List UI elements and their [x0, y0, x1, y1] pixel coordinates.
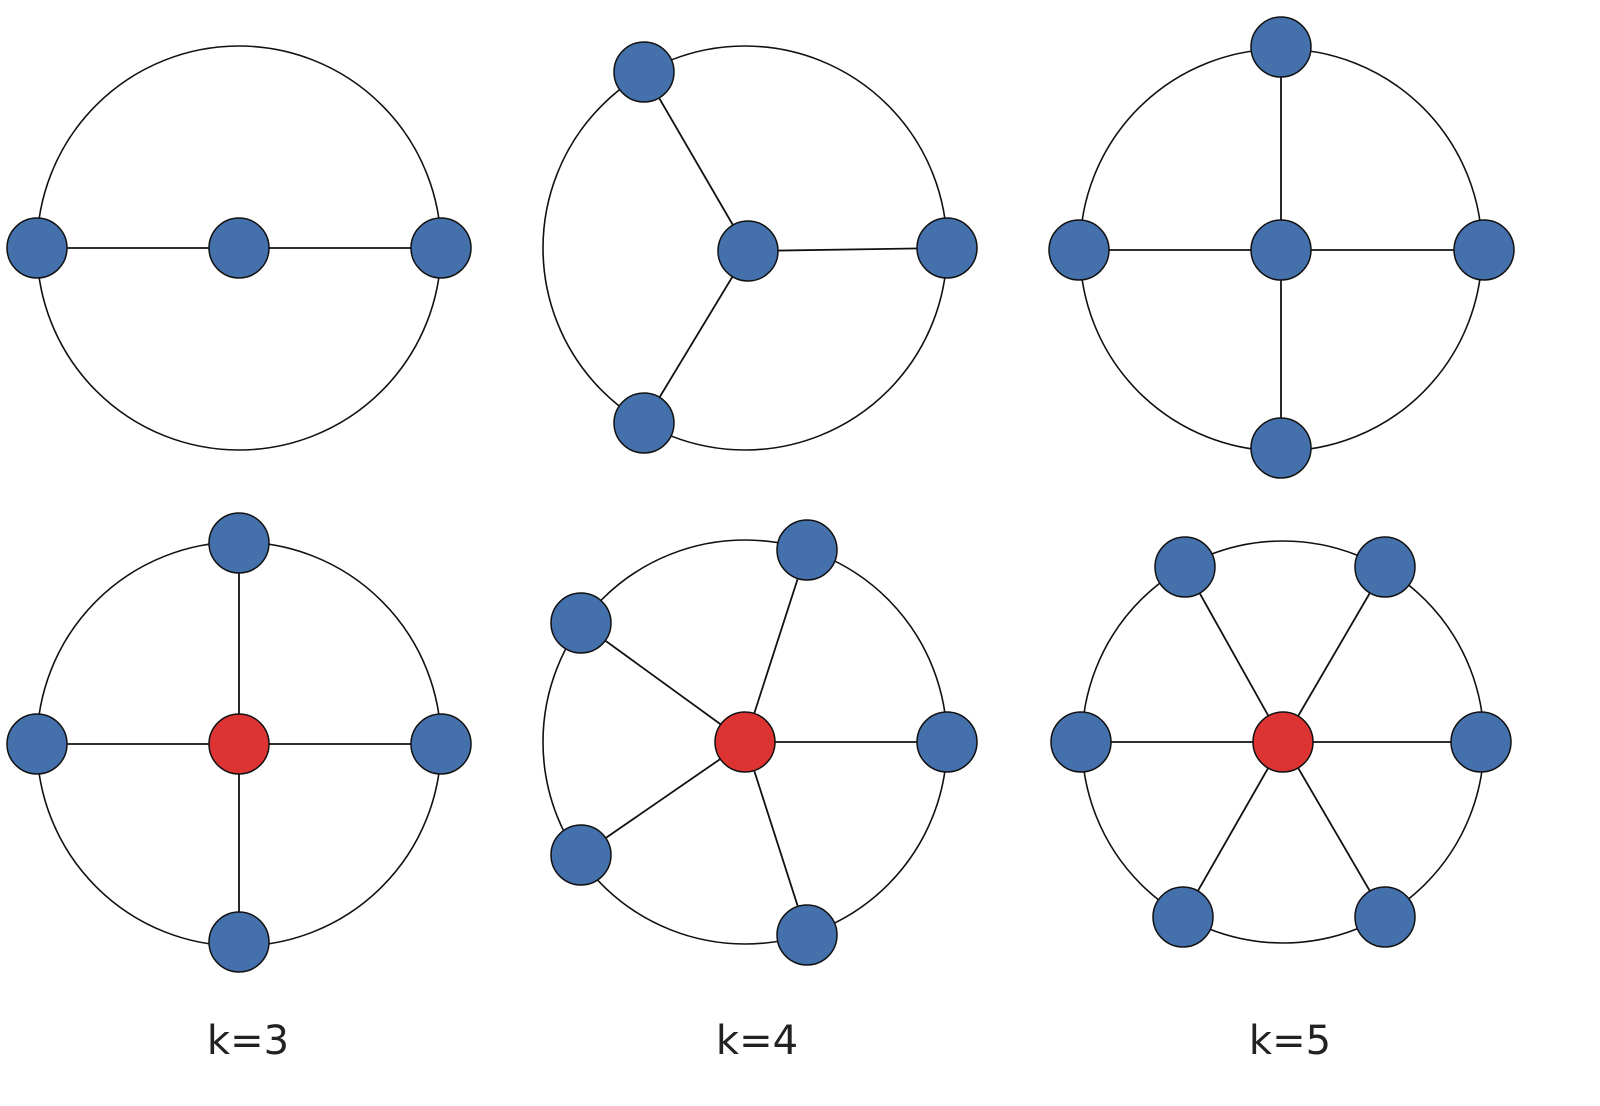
bottom-k5-node: [1354, 536, 1416, 598]
bottom-k3-node: [410, 713, 472, 775]
bottom-k5-edge: [1282, 741, 1386, 918]
label-k4: k=4: [715, 1018, 799, 1064]
top-k4-edge: [643, 250, 749, 424]
bottom-k4-node: [550, 592, 612, 654]
bottom-k5-node: [1450, 711, 1512, 773]
bottom-k5-center-node: [1252, 711, 1314, 773]
top-k3-node: [6, 217, 68, 279]
bottom-k4-node: [776, 519, 838, 581]
bottom-k4-center-node: [714, 711, 776, 773]
top-k5-node: [1453, 219, 1515, 281]
top-k5-node: [1250, 16, 1312, 78]
bottom-k4-edge: [744, 741, 808, 936]
bottom-k5-edge: [1282, 566, 1386, 743]
top-k3-center-node: [208, 217, 270, 279]
bottom-k4-node: [550, 824, 612, 886]
bottom-k4-node: [776, 904, 838, 966]
bottom-k5-node: [1152, 886, 1214, 948]
top-k4-node: [613, 392, 675, 454]
bottom-k3-center-node: [208, 713, 270, 775]
top-k4-center-node: [717, 220, 779, 282]
label-k5: k=5: [1248, 1018, 1332, 1064]
bottom-k5-node: [1154, 536, 1216, 598]
bottom-k4-edge: [580, 741, 746, 856]
bottom-k3-node: [208, 512, 270, 574]
top-k5-center-node: [1250, 219, 1312, 281]
bottom-k5-node: [1354, 886, 1416, 948]
bottom-k4-node: [916, 711, 978, 773]
bottom-k4-edge: [744, 549, 808, 743]
bottom-k3-node: [208, 911, 270, 973]
top-k4-edge: [643, 71, 749, 252]
top-k4-edge: [747, 247, 948, 252]
top-k4-node: [613, 41, 675, 103]
top-k5-node: [1048, 219, 1110, 281]
bottom-k5-edge: [1182, 741, 1284, 918]
label-k3: k=3: [206, 1018, 290, 1064]
top-k4-node: [916, 217, 978, 279]
top-k3-node: [410, 217, 472, 279]
bottom-k4-edge: [580, 622, 746, 743]
bottom-k3-node: [6, 713, 68, 775]
bottom-k5-edge: [1184, 566, 1284, 743]
top-k5-node: [1250, 417, 1312, 479]
bottom-k5-node: [1050, 711, 1112, 773]
